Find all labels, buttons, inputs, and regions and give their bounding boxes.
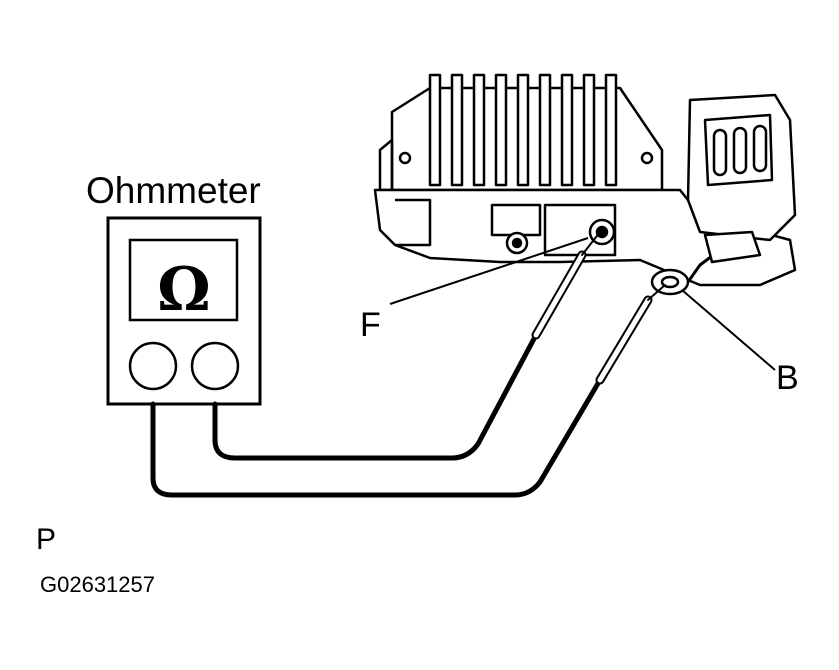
leader-line-f	[389, 237, 589, 305]
figure-code: G02631257	[40, 572, 155, 597]
page-marker: P	[36, 523, 57, 556]
leader-lines	[389, 237, 776, 371]
ohmmeter-jack-right	[190, 341, 240, 391]
leader-line-b	[681, 289, 776, 371]
ohmmeter-title: Ohmmeter	[86, 170, 261, 211]
test-leads	[150, 231, 666, 498]
ohmmeter-jack-left	[128, 341, 178, 391]
ohmmeter-display	[128, 238, 239, 322]
voltage-regulator	[373, 73, 797, 296]
terminal-f-label: F	[360, 306, 381, 344]
test-lead-b	[150, 377, 603, 498]
ohm-symbol: Ω	[157, 255, 210, 325]
heat-sink-fins	[428, 73, 618, 187]
terminal-b-label: B	[776, 359, 799, 397]
test-lead-f	[212, 332, 539, 461]
ohmmeter	[106, 216, 262, 406]
